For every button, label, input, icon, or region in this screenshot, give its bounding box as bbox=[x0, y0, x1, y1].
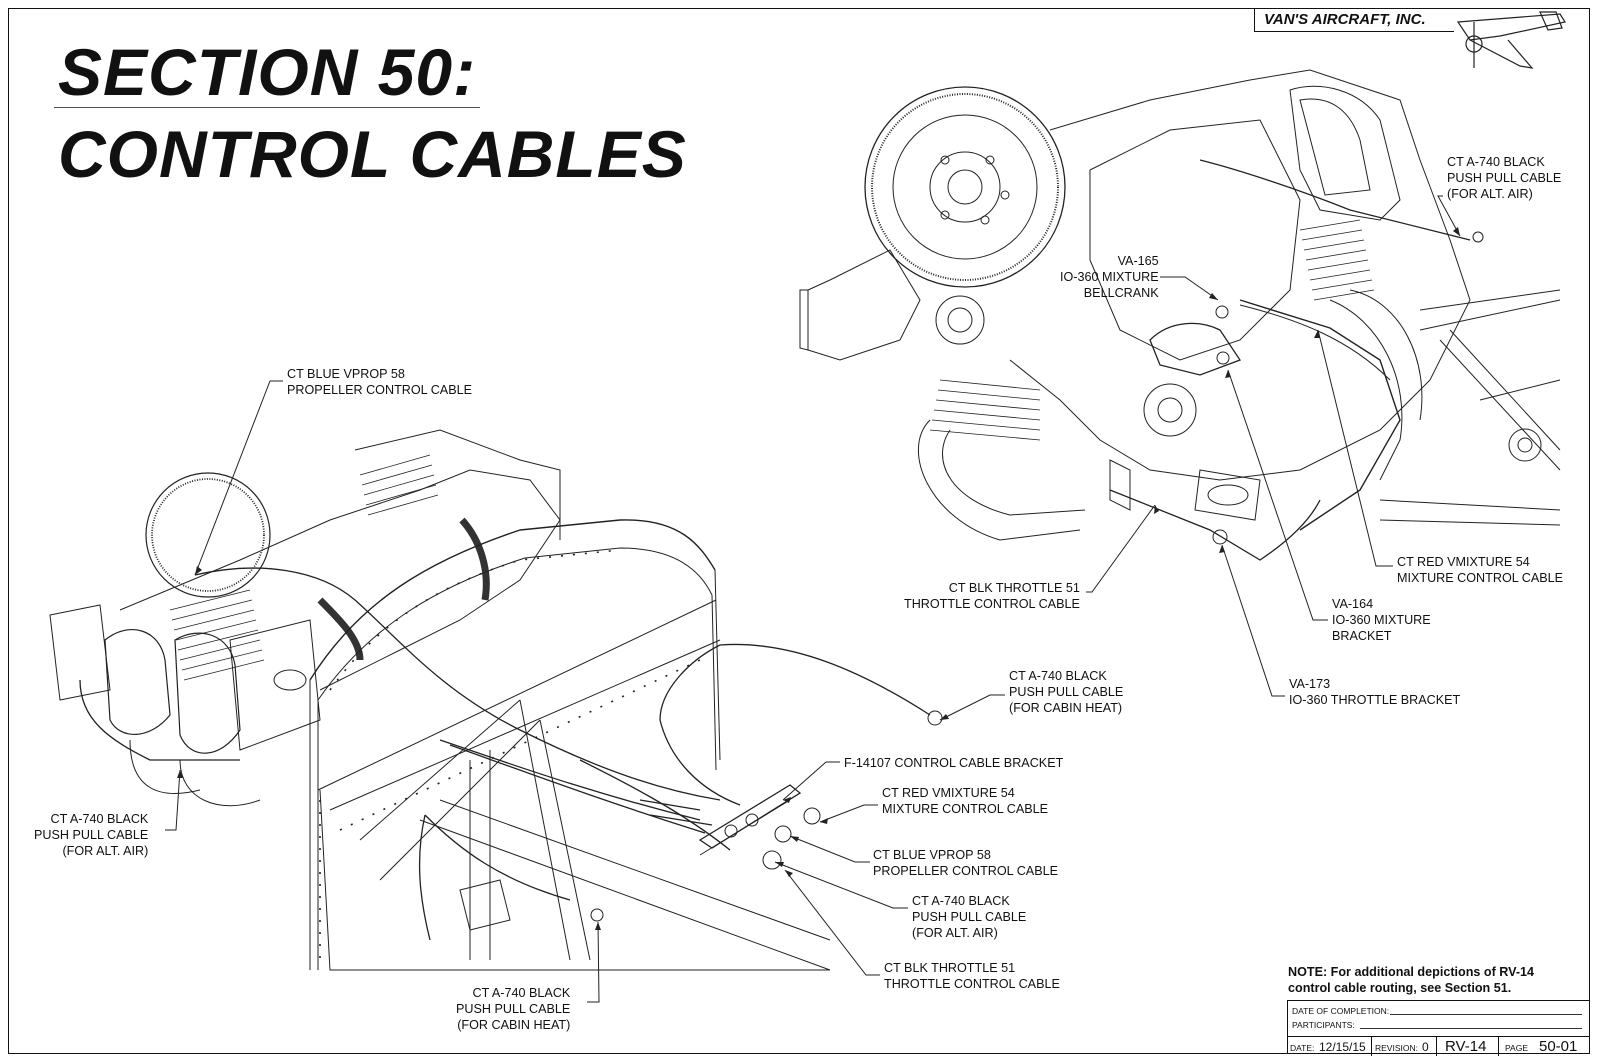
revision-label: REVISION: bbox=[1375, 1043, 1418, 1053]
callout-mixture-bracket: VA-164 IO-360 MIXTURE BRACKET bbox=[1332, 597, 1431, 643]
callout-mixture-bellcrank: VA-165 IO-360 MIXTURE BELLCRANK bbox=[1060, 254, 1159, 300]
date-value: 12/15/15 bbox=[1319, 1040, 1366, 1054]
participants-label: PARTICIPANTS: bbox=[1292, 1020, 1355, 1030]
callout-leader-lines bbox=[165, 195, 1461, 1003]
callout-alt-air-top-right: CT A-740 BLACK PUSH PULL CABLE (FOR ALT.… bbox=[1447, 155, 1562, 201]
page-label: PAGE bbox=[1505, 1043, 1528, 1053]
callout-cabin-heat-upper: CT A-740 BLACK PUSH PULL CABLE (FOR CABI… bbox=[1009, 669, 1124, 715]
model-cell: RV-14 bbox=[1436, 1037, 1498, 1056]
date-cell: DATE: 12/15/15 bbox=[1287, 1037, 1371, 1056]
callout-control-cable-bracket: F-14107 CONTROL CABLE BRACKET bbox=[844, 756, 1064, 770]
company-banner: VAN'S AIRCRAFT, INC. bbox=[1254, 8, 1454, 32]
callout-mixture-cable-upper: CT RED VMIXTURE 54 MIXTURE CONTROL CABLE bbox=[1397, 555, 1564, 585]
callout-alt-air-lower-center: CT A-740 BLACK PUSH PULL CABLE (FOR ALT.… bbox=[912, 894, 1027, 940]
title-block: DATE OF COMPLETION: PARTICIPANTS: DATE: … bbox=[1287, 1000, 1591, 1056]
section-title-line2: CONTROL CABLES bbox=[58, 117, 687, 191]
completion-row: DATE OF COMPLETION: bbox=[1288, 1001, 1590, 1019]
engine-upper-right-view bbox=[799, 69, 1561, 561]
airplane-logo-icon bbox=[1456, 11, 1566, 69]
page-value: 50-01 bbox=[1539, 1038, 1578, 1055]
callout-throttle-bracket: VA-173 IO-360 THROTTLE BRACKET bbox=[1289, 677, 1461, 707]
callout-throttle-cable-upper: CT BLK THROTTLE 51 THROTTLE CONTROL CABL… bbox=[904, 581, 1080, 611]
callout-mixture-cable-lower: CT RED VMIXTURE 54 MIXTURE CONTROL CABLE bbox=[882, 786, 1049, 816]
revision-cell: REVISION: 0 bbox=[1371, 1037, 1436, 1056]
title-divider bbox=[54, 107, 480, 108]
callout-throttle-cable-lower: CT BLK THROTTLE 51 THROTTLE CONTROL CABL… bbox=[884, 961, 1060, 991]
arrowheads bbox=[177, 227, 1460, 930]
fuselage-lower-left-view bbox=[49, 429, 943, 971]
drawing-border bbox=[8, 8, 1590, 1054]
participants-line bbox=[1360, 1028, 1582, 1029]
callout-alt-air-left: CT A-740 BLACK PUSH PULL CABLE (FOR ALT.… bbox=[34, 812, 149, 858]
callout-propeller-cable-top: CT BLUE VPROP 58 PROPELLER CONTROL CABLE bbox=[287, 367, 472, 397]
info-row: DATE: 12/15/15 REVISION: 0 RV-14 PAGE 50… bbox=[1287, 1036, 1591, 1056]
section-title-line1: SECTION 50: bbox=[58, 35, 477, 109]
model-value: RV-14 bbox=[1445, 1038, 1487, 1055]
date-of-completion-label: DATE OF COMPLETION: bbox=[1292, 1006, 1390, 1016]
callout-cabin-heat-lower: CT A-740 BLACK PUSH PULL CABLE (FOR CABI… bbox=[456, 986, 571, 1032]
completion-line bbox=[1390, 1014, 1582, 1015]
callout-propeller-cable-lower: CT BLUE VPROP 58 PROPELLER CONTROL CABLE bbox=[873, 848, 1058, 878]
page-cell: PAGE 50-01 bbox=[1498, 1037, 1591, 1056]
revision-value: 0 bbox=[1422, 1040, 1429, 1054]
date-label: DATE: bbox=[1290, 1043, 1315, 1053]
routing-note: NOTE: For additional depictions of RV-14… bbox=[1288, 965, 1535, 995]
participants-row: PARTICIPANTS: bbox=[1288, 1015, 1590, 1033]
